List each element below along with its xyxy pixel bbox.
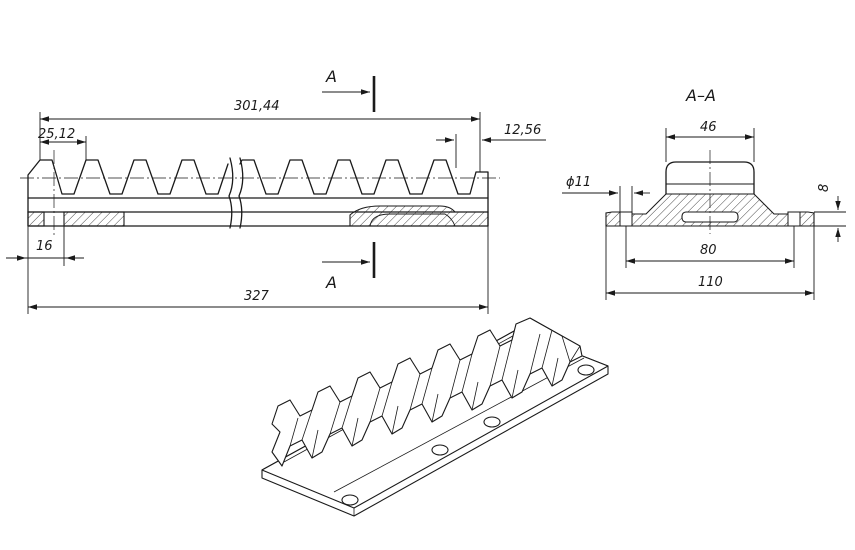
front-dimensions: 301,44 25,12 12,56 16 327 bbox=[6, 99, 546, 314]
iso-teeth-edges bbox=[289, 329, 581, 447]
section-view: A–A bbox=[605, 86, 815, 234]
bolt-3 bbox=[483, 416, 501, 428]
section-dimensions: 46 ϕ11 8 80 110 bbox=[562, 120, 846, 300]
iso-rack-end bbox=[529, 317, 571, 363]
bolt-4 bbox=[577, 364, 595, 376]
hatch-right bbox=[349, 205, 489, 227]
dim-tooth-width: 46 bbox=[700, 120, 717, 135]
section-base bbox=[605, 193, 815, 227]
cut-letter-top: A bbox=[325, 67, 337, 86]
break-line-1 bbox=[228, 157, 234, 229]
dim-pitch-span: 301,44 bbox=[234, 99, 280, 114]
bolt-2 bbox=[431, 444, 449, 456]
cut-letter-bottom: A bbox=[325, 273, 337, 292]
dim-overall-length: 327 bbox=[244, 289, 270, 304]
dim-hole-spacing: 80 bbox=[700, 243, 717, 258]
iso-rack-body bbox=[271, 317, 583, 467]
dim-end-tooth: 12,56 bbox=[504, 123, 541, 138]
break-line-2 bbox=[238, 157, 244, 229]
section-hole-right bbox=[787, 211, 801, 227]
iso-rail-2 bbox=[333, 357, 585, 493]
cut-plane-bottom: A bbox=[322, 242, 376, 292]
hatch-left-a bbox=[27, 211, 45, 227]
dim-end-distance: 16 bbox=[36, 239, 53, 254]
hatch-right-inner bbox=[369, 213, 456, 227]
dim-pitch: 25,12 bbox=[38, 127, 75, 142]
front-view bbox=[20, 150, 500, 236]
isometric-view bbox=[261, 317, 609, 517]
rack-teeth bbox=[27, 159, 489, 199]
dim-hole-diameter: ϕ11 bbox=[566, 175, 591, 190]
iso-bolts bbox=[341, 364, 595, 506]
iso-teeth-roots bbox=[311, 357, 559, 459]
dim-tooth-height: 8 bbox=[817, 184, 832, 192]
section-hole-left bbox=[619, 211, 633, 227]
iso-teeth bbox=[271, 317, 583, 467]
hatch-left-b bbox=[63, 211, 125, 227]
section-label: A–A bbox=[685, 86, 716, 105]
dim-base-width: 110 bbox=[698, 275, 723, 290]
bolt-1 bbox=[341, 494, 359, 506]
cut-plane-top: A bbox=[322, 67, 376, 112]
